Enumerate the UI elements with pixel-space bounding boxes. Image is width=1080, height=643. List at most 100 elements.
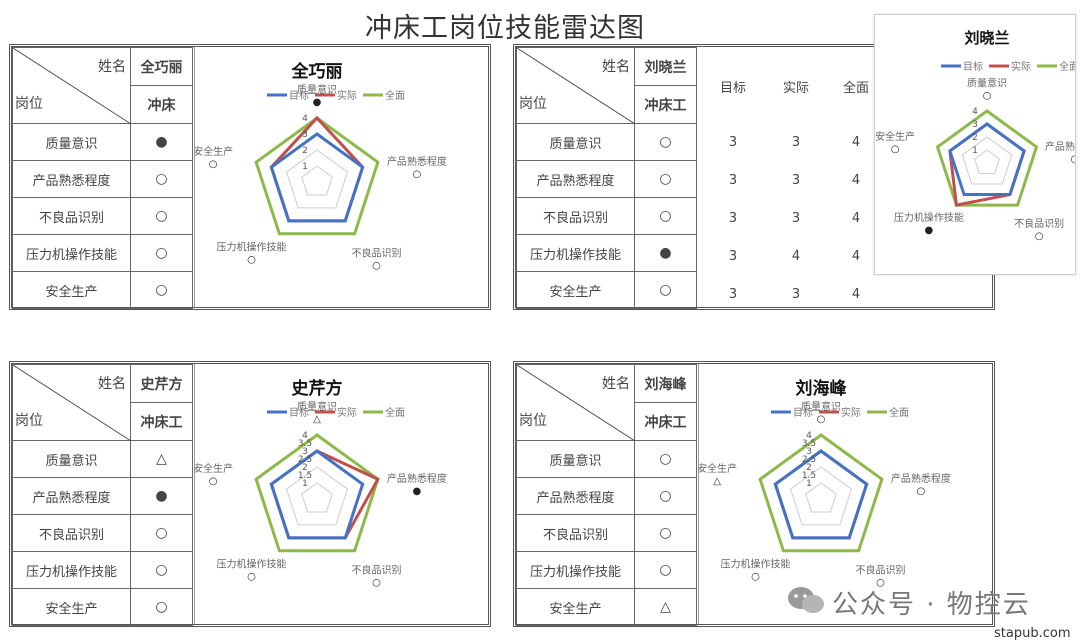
- series-line: [254, 116, 380, 236]
- category-mark: ○: [1071, 154, 1075, 165]
- skill-mark: ○: [634, 551, 697, 589]
- category-label: 质量意识: [297, 83, 337, 96]
- category-label: 不良品识别: [1014, 217, 1064, 230]
- tick-label: 3: [302, 447, 308, 457]
- series-line: [269, 449, 365, 540]
- skill-label: 压力机操作技能: [12, 551, 131, 589]
- site-url: stapub.com: [994, 626, 1071, 641]
- skill-mark: ○: [634, 271, 697, 309]
- skill-label: 质量意识: [516, 123, 635, 161]
- employee-post: 冲床: [130, 85, 193, 124]
- floating-chart-panel[interactable]: 刘晓兰目标实际全面1234质量意识○产品熟悉程度○不良品识别○压力机操作技能●安…: [874, 14, 1076, 275]
- skill-mark: ○: [634, 514, 697, 552]
- tick-label: 3: [972, 120, 978, 130]
- skill-label: 压力机操作技能: [516, 551, 635, 589]
- employee-name: 史芹方: [130, 364, 193, 403]
- category-mark: ○: [247, 571, 256, 582]
- tick-label: 2: [302, 463, 308, 473]
- radar-chart: 全巧丽目标实际全面1234质量意识●产品熟悉程度○不良品识别○压力机操作技能○安…: [195, 61, 447, 271]
- series-line: [269, 132, 365, 223]
- skill-label: 质量意识: [12, 123, 131, 161]
- category-mark: ○: [372, 577, 381, 588]
- post-header: 岗位: [519, 96, 547, 112]
- chart-title: 刘海峰: [796, 378, 848, 399]
- category-mark: ○: [817, 414, 826, 425]
- tick-label: 4: [806, 431, 812, 441]
- skill-mark: ○: [130, 514, 193, 552]
- post-header: 岗位: [519, 413, 547, 429]
- name-header: 姓名: [98, 59, 126, 75]
- value-cell: 3: [728, 135, 738, 150]
- category-mark: ○: [1035, 231, 1044, 242]
- skill-mark: ○: [130, 234, 193, 272]
- tick-label: 1: [972, 146, 978, 156]
- tick-label: 1.5: [802, 471, 816, 481]
- chart-title: 刘晓兰: [964, 29, 1009, 47]
- category-mark: △: [713, 476, 721, 487]
- skill-label: 不良品识别: [516, 514, 635, 552]
- value-cell: 3: [728, 211, 738, 226]
- tick-label: 2: [972, 133, 978, 143]
- skill-label: 质量意识: [12, 440, 131, 478]
- value-cell: 4: [851, 287, 861, 302]
- post-header: 岗位: [15, 413, 43, 429]
- series-line: [773, 449, 869, 540]
- skill-label: 产品熟悉程度: [516, 477, 635, 515]
- skill-card: 姓名岗位史芹方冲床工质量意识△产品熟悉程度●不良品识别○压力机操作技能○安全生产…: [9, 361, 491, 627]
- value-col-header: 全面: [842, 81, 869, 96]
- category-label: 安全生产: [875, 130, 915, 143]
- grid-ring: [974, 149, 1000, 175]
- category-mark: △: [313, 414, 321, 425]
- tick-label: 3.5: [802, 439, 816, 449]
- radar-chart: 刘晓兰目标实际全面1234质量意识○产品熟悉程度○不良品识别○压力机操作技能●安…: [875, 29, 1075, 242]
- value-cell: 4: [791, 249, 801, 264]
- category-mark: ○: [917, 486, 926, 497]
- tick-label: 1.5: [298, 471, 312, 481]
- value-cell: 3: [728, 249, 738, 264]
- tick-label: 4: [302, 431, 308, 441]
- skill-table: 姓名岗位全巧丽冲床质量意识●产品熟悉程度○不良品识别○压力机操作技能○安全生产○: [12, 47, 193, 309]
- skill-mark: ○: [130, 551, 193, 589]
- skill-label: 安全生产: [12, 271, 131, 309]
- grid-ring: [285, 466, 349, 526]
- category-mark: ○: [983, 90, 992, 101]
- grid-ring: [301, 165, 333, 196]
- grid-ring: [805, 482, 837, 513]
- value-cell: 4: [851, 249, 861, 264]
- tick-label: 2: [806, 463, 812, 473]
- skill-label: 质量意识: [516, 440, 635, 478]
- category-label: 压力机操作技能: [217, 557, 287, 570]
- value-cell: 3: [728, 173, 738, 188]
- skill-mark: ○: [634, 160, 697, 198]
- tick-label: 4: [302, 114, 308, 124]
- skill-label: 产品熟悉程度: [12, 477, 131, 515]
- skill-mark: ○: [130, 160, 193, 198]
- legend-label: 全面: [1059, 60, 1075, 73]
- name-header: 姓名: [98, 376, 126, 392]
- category-mark: ○: [751, 571, 760, 582]
- skill-table: 姓名岗位刘海峰冲床工质量意识○产品熟悉程度○不良品识别○压力机操作技能○安全生产…: [516, 364, 697, 626]
- value-cell: 3: [791, 173, 801, 188]
- name-header: 姓名: [602, 59, 630, 75]
- value-cell: 3: [791, 211, 801, 226]
- grid-ring: [961, 136, 1013, 185]
- skill-label: 产品熟悉程度: [12, 160, 131, 198]
- category-label: 质量意识: [297, 400, 337, 413]
- category-mark: ○: [413, 169, 422, 180]
- grid-ring: [301, 482, 333, 513]
- category-label: 安全生产: [699, 462, 737, 475]
- tick-label: 4: [972, 107, 978, 117]
- grid-ring: [789, 466, 853, 526]
- category-mark: ○: [891, 144, 900, 155]
- name-header: 姓名: [602, 376, 630, 392]
- category-label: 产品熟悉程度: [1045, 140, 1075, 153]
- skill-label: 压力机操作技能: [12, 234, 131, 272]
- legend-label: 目标: [289, 90, 309, 102]
- skill-label: 压力机操作技能: [516, 234, 635, 272]
- grid-ring: [285, 149, 349, 209]
- series-line: [948, 122, 1026, 207]
- category-mark: ●: [925, 225, 934, 236]
- header-cell: 姓名岗位: [516, 364, 635, 441]
